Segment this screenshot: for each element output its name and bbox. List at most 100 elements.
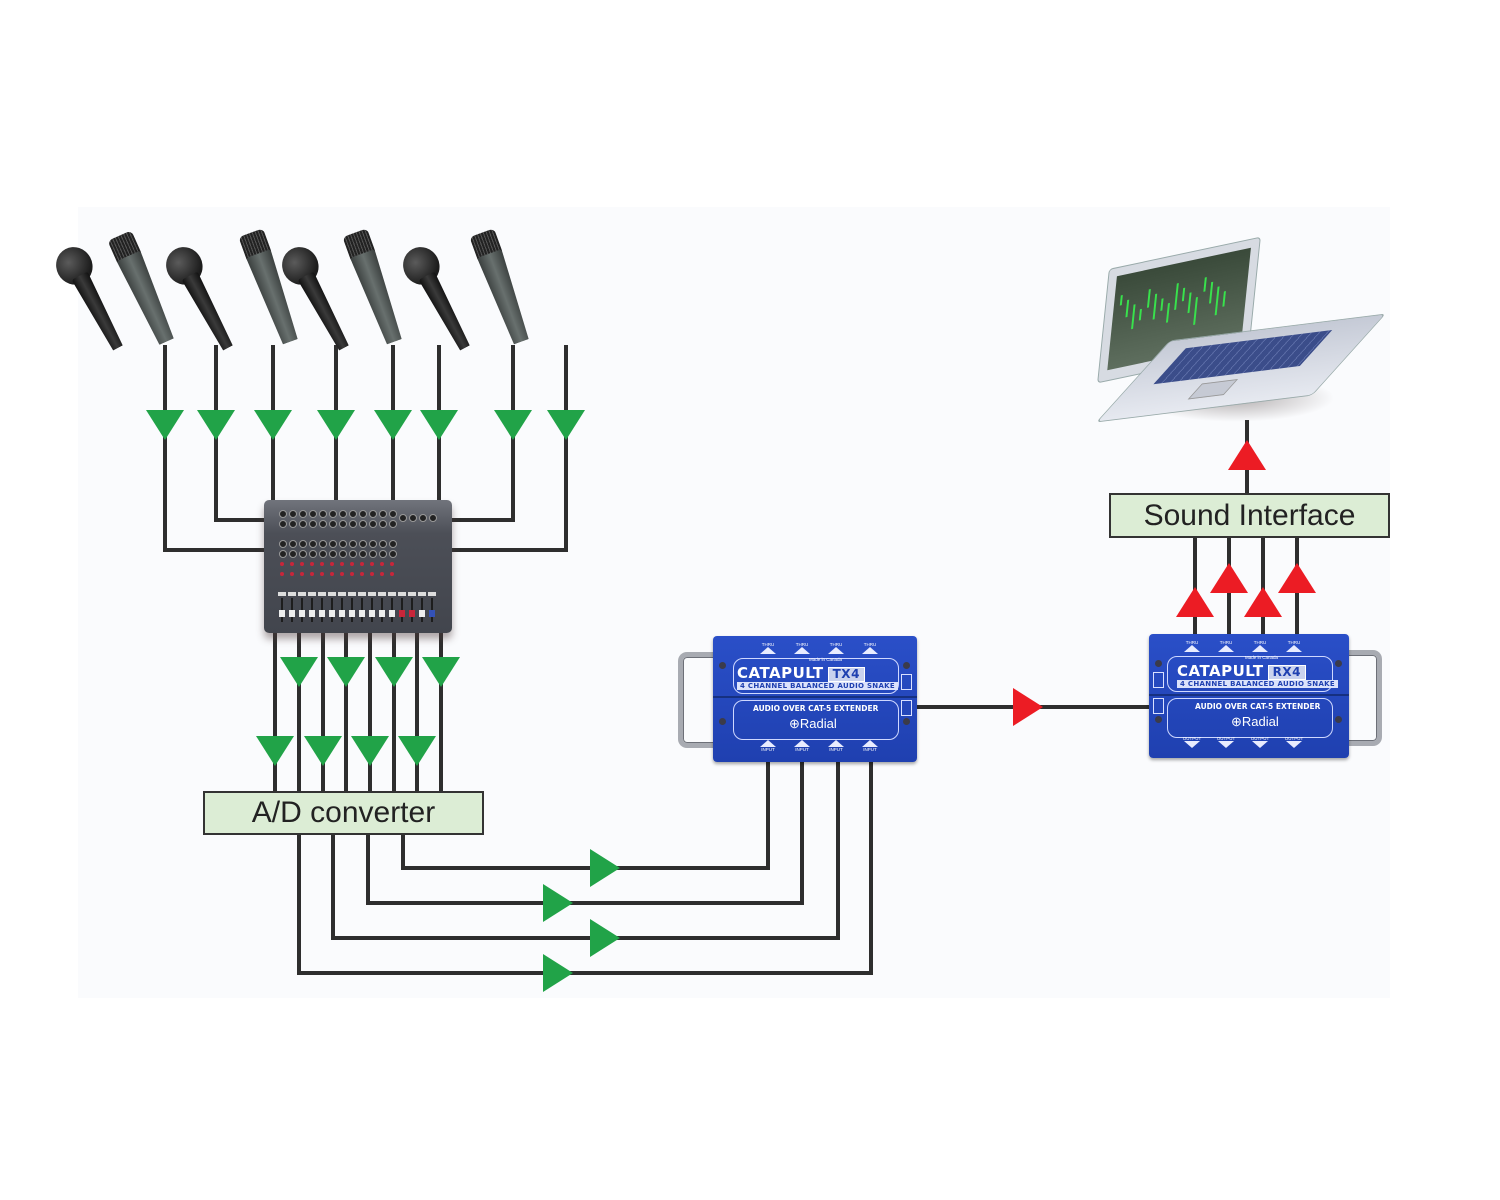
level-meter	[1209, 281, 1214, 304]
sound-interface-box: Sound Interface	[1109, 493, 1390, 538]
port-label: OUTPUT	[1182, 736, 1202, 741]
tx4-seam	[713, 696, 917, 698]
port-label: THRU	[829, 642, 843, 647]
port-label: THRU	[1287, 640, 1301, 645]
tx4-subtitle: 4 CHANNEL BALANCED AUDIO SNAKE	[737, 682, 898, 690]
tx4-tagline: AUDIO OVER CAT-5 EXTENDER	[753, 704, 879, 713]
analog-arrow-icon	[304, 736, 342, 766]
ad-to-tx4-wire	[366, 760, 804, 905]
screw	[1335, 660, 1342, 667]
port-triangle-icon	[862, 740, 878, 747]
input-port-3: INPUT	[825, 740, 847, 752]
analog-arrow-icon	[254, 410, 292, 440]
ad-to-tx4-wire	[297, 760, 873, 975]
sound-interface-label: Sound Interface	[1143, 498, 1356, 532]
analog-arrow-icon	[317, 410, 355, 440]
mixer-console	[264, 500, 452, 633]
port-triangle-icon	[794, 647, 810, 654]
port-triangle-icon	[1286, 741, 1302, 748]
port-triangle-icon	[828, 647, 844, 654]
output-port-3: OUTPUT	[1249, 736, 1271, 748]
digital-arrow-icon	[1244, 587, 1282, 617]
tx4-top-plate	[733, 658, 899, 694]
rx4-subtitle: 4 CHANNEL BALANCED AUDIO SNAKE	[1177, 680, 1338, 688]
thru-port-1: THRU	[1181, 640, 1203, 652]
thru-port-4: THRU	[1283, 640, 1305, 652]
ad-to-tx4-wire	[331, 760, 840, 940]
level-meter	[1165, 302, 1170, 323]
rx4-link-port	[1153, 698, 1164, 714]
port-label: OUTPUT	[1250, 736, 1270, 741]
mixer-channel-strip	[368, 506, 377, 626]
port-triangle-icon	[828, 740, 844, 747]
port-triangle-icon	[1218, 741, 1234, 748]
level-meter	[1193, 296, 1198, 326]
analog-arrow-icon	[590, 849, 620, 887]
port-label: THRU	[761, 642, 775, 647]
analog-arrow-icon	[547, 410, 585, 440]
analog-arrow-icon	[256, 736, 294, 766]
digital-arrow-icon	[1228, 440, 1266, 470]
level-meter	[1146, 288, 1151, 308]
mixer-channel-strip	[318, 506, 327, 626]
mixer-channel-strip	[388, 506, 397, 626]
output-port-1: OUTPUT	[1181, 736, 1203, 748]
rx4-brand-text: Radial	[1241, 714, 1279, 729]
port-triangle-icon	[862, 647, 878, 654]
level-meter	[1125, 299, 1130, 318]
screw	[719, 718, 726, 725]
mic-wire	[450, 345, 515, 522]
thru-port-2: THRU	[791, 642, 813, 654]
digital-arrow-icon	[1210, 563, 1248, 593]
level-meter	[1131, 304, 1136, 330]
laptop-computer	[1095, 232, 1387, 427]
port-label: THRU	[1253, 640, 1267, 645]
thru-port-3: THRU	[1249, 640, 1271, 652]
tx4-model: TX4	[827, 667, 865, 682]
mixer-channel-strip	[408, 506, 417, 626]
port-triangle-icon	[1252, 645, 1268, 652]
port-triangle-icon	[760, 740, 776, 747]
mixer-channel-strip	[378, 506, 387, 626]
analog-arrow-icon	[146, 410, 184, 440]
analog-arrow-icon	[280, 657, 318, 687]
digital-arrow-icon	[1176, 587, 1214, 617]
rx4-top-plate	[1167, 656, 1333, 692]
tx4-brand: ⊕Radial	[789, 716, 837, 731]
screw	[1335, 716, 1342, 723]
digital-arrow-icon	[1013, 688, 1043, 726]
port-label: OUTPUT	[1216, 736, 1236, 741]
output-port-2: OUTPUT	[1215, 736, 1237, 748]
port-label: INPUT	[795, 747, 809, 752]
level-meter	[1152, 293, 1158, 320]
mixer-channel-strip	[428, 506, 437, 626]
mixer-channel-strip	[358, 506, 367, 626]
rx4-link-port	[1153, 672, 1164, 688]
mixer-channel-strip	[418, 506, 427, 626]
digital-arrow-icon	[1278, 563, 1316, 593]
input-port-4: INPUT	[859, 740, 881, 752]
port-triangle-icon	[1184, 741, 1200, 748]
tx4-made-in: Made in Canada	[809, 657, 843, 662]
mixer-channel-strip	[338, 506, 347, 626]
analog-arrow-icon	[197, 410, 235, 440]
ad-to-tx4-wire	[401, 760, 770, 870]
level-meter	[1119, 294, 1123, 306]
analog-arrow-icon	[327, 657, 365, 687]
level-meter	[1187, 292, 1192, 314]
rx4-made-in: Made in Canada	[1245, 655, 1279, 660]
screw	[1155, 660, 1162, 667]
analog-arrow-icon	[543, 884, 573, 922]
rx4-tagline: AUDIO OVER CAT-5 EXTENDER	[1195, 702, 1321, 711]
screw	[1155, 716, 1162, 723]
port-triangle-icon	[760, 647, 776, 654]
port-triangle-icon	[794, 740, 810, 747]
tx4-link-port	[901, 674, 912, 690]
port-label: THRU	[1185, 640, 1199, 645]
input-port-2: INPUT	[791, 740, 813, 752]
port-label: OUTPUT	[1284, 736, 1304, 741]
analog-arrow-icon	[590, 919, 620, 957]
